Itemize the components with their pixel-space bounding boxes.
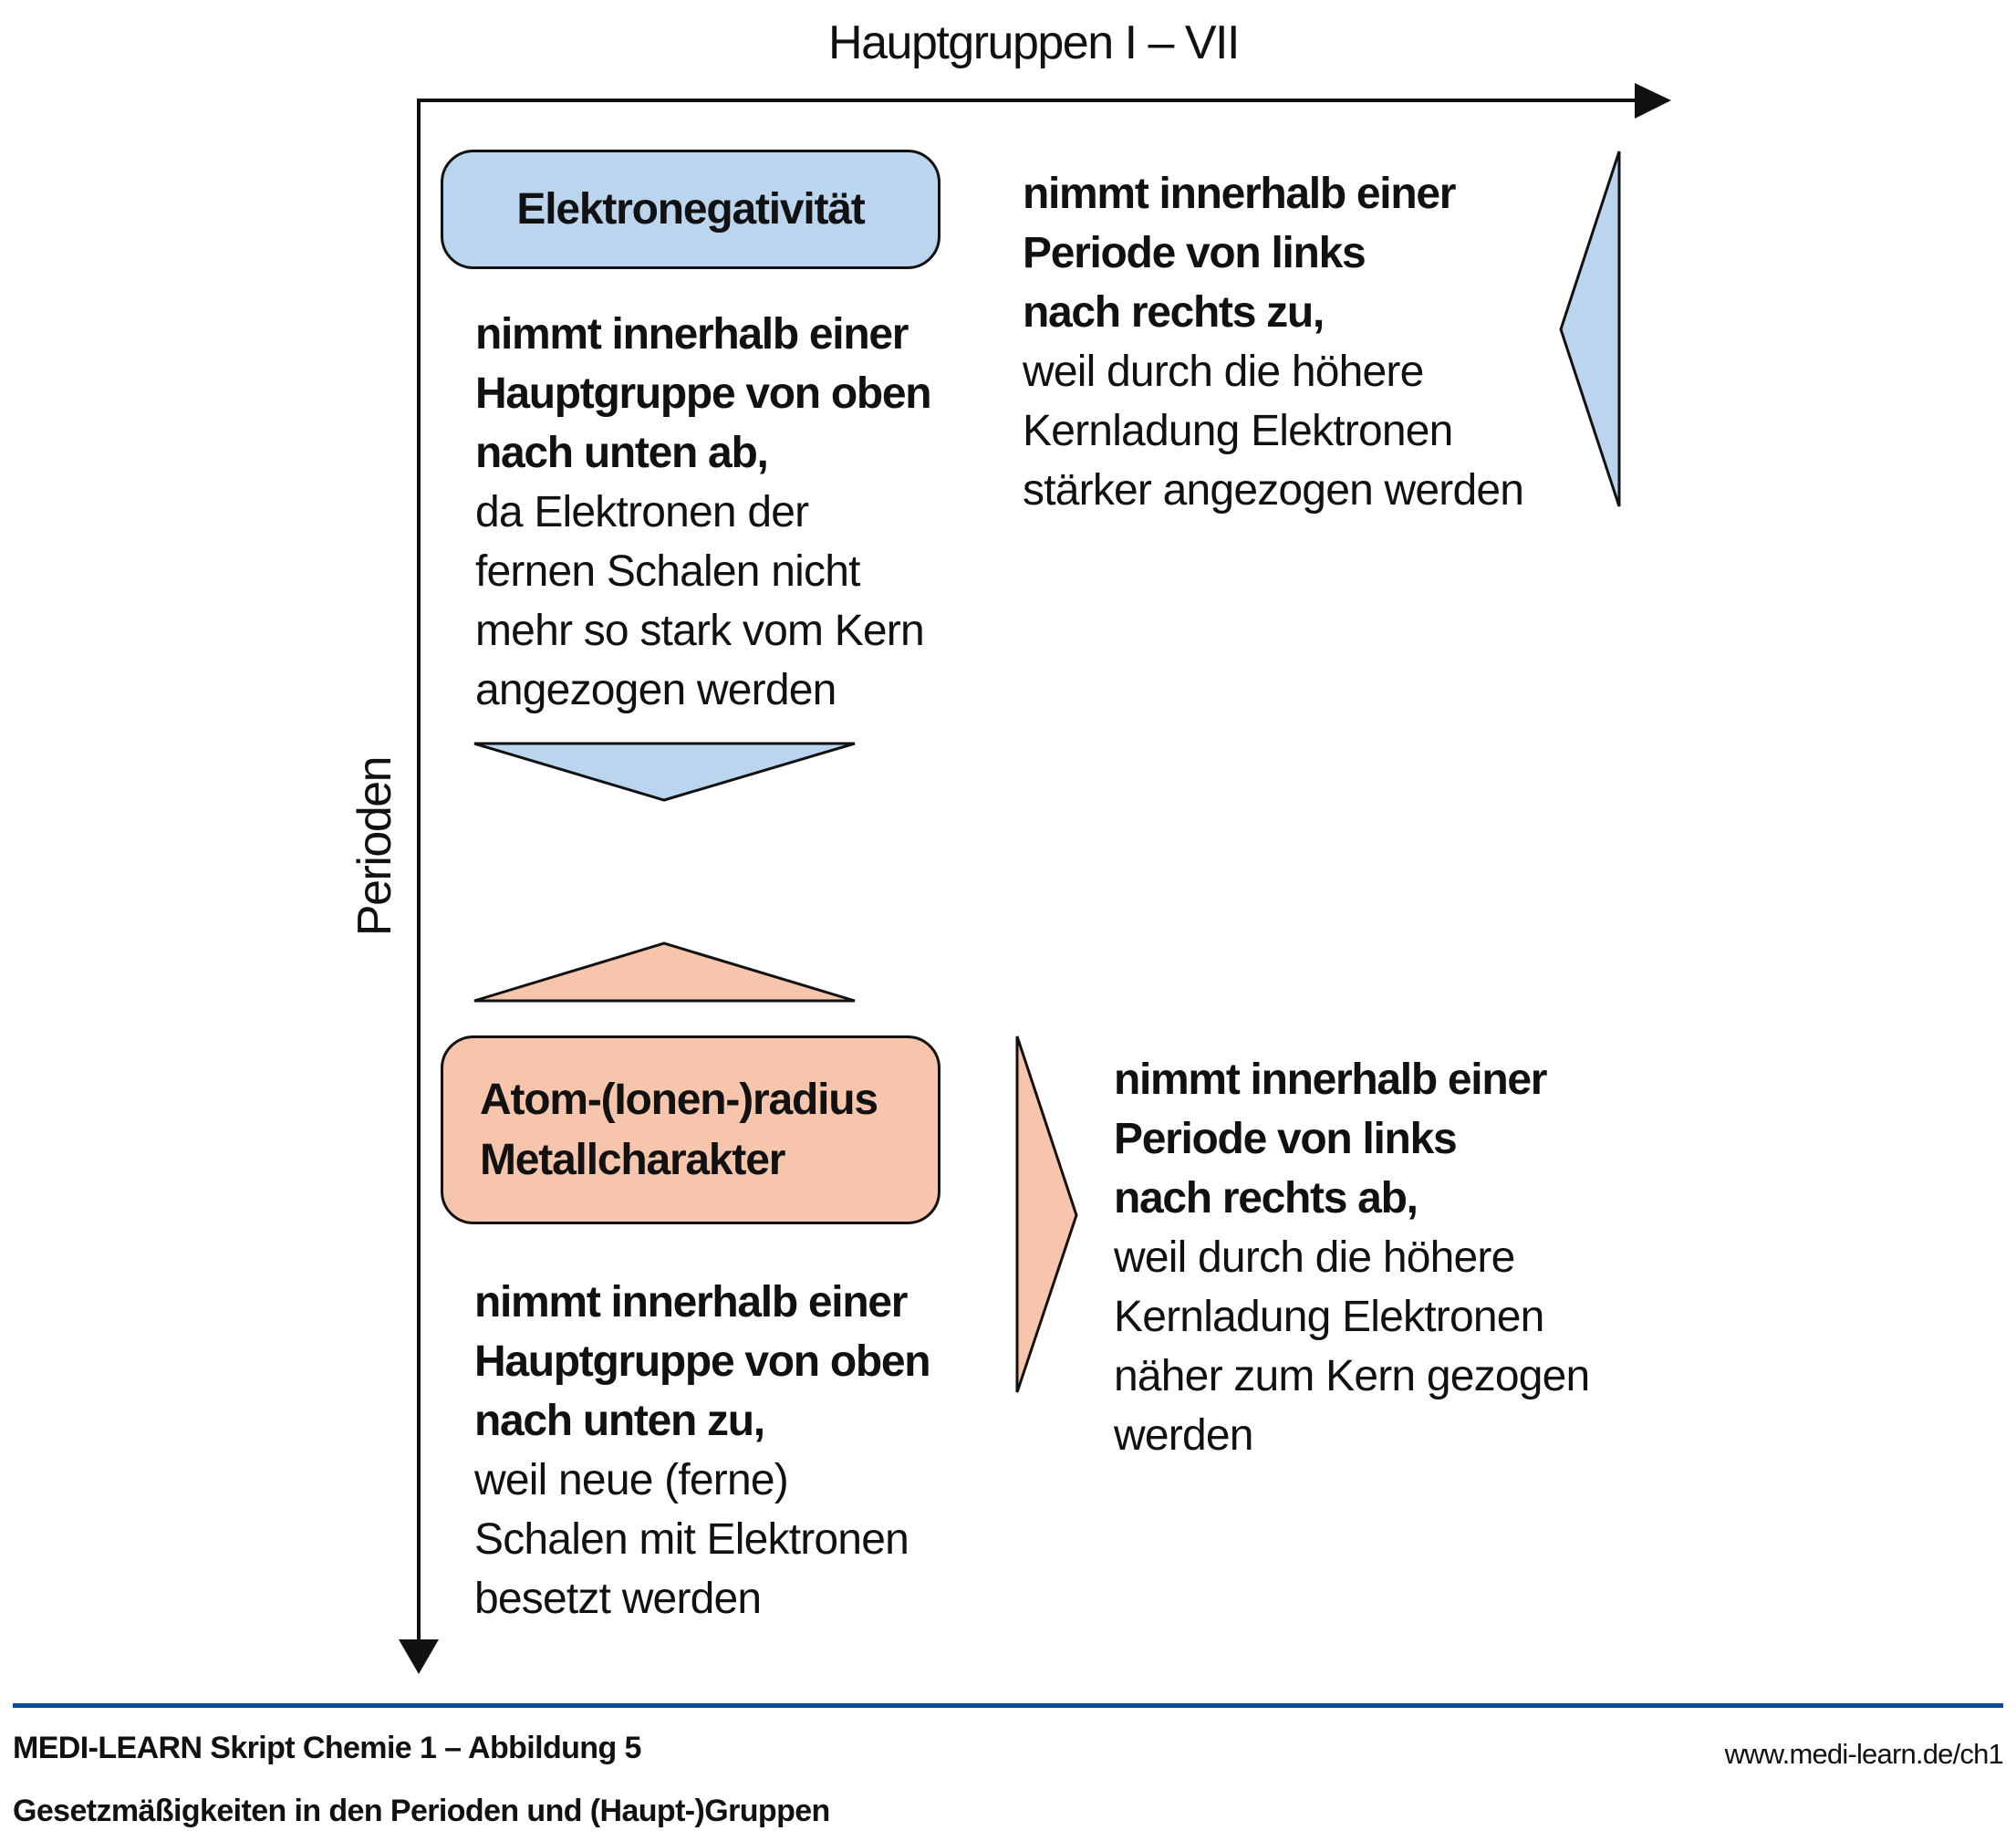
trend-bold-line: nimmt innerhalb einer [475,310,909,359]
trend-bold-line: Hauptgruppe von oben [475,369,932,418]
trend-bold-line: Hauptgruppe von oben [474,1337,931,1386]
metal-character-title-line: Metallcharakter [480,1135,785,1184]
trend-reason-line: mehr so stark vom Kern [475,607,925,655]
trend-bold-line: nimmt innerhalb einer [1114,1056,1547,1104]
trend-reason-line: weil durch die höhere [1023,348,1424,396]
trend-reason-line: besetzt werden [474,1575,762,1623]
trend-reason-line: weil durch die höhere [1114,1233,1515,1282]
trend-bold-line: nach unten ab, [475,429,769,477]
radius-period-arrow-right [1015,1035,1078,1393]
trend-reason-line: weil neue (ferne) [474,1456,789,1504]
trend-bold-line: Periode von links [1114,1115,1458,1163]
radius-group-arrow-up [473,942,856,1003]
trend-reason-line: da Elektronen der [475,488,809,536]
trend-reason-line: Kernladung Elektronen [1114,1293,1544,1341]
trend-reason-line: fernen Schalen nicht [475,547,860,596]
electronegativity-period-trend: nimmt innerhalb einer Periode von links … [1023,164,1524,520]
caption-subtitle: Gesetzmäßigkeiten in den Perioden und (H… [13,1794,830,1828]
electronegativity-title: Elektronegativität [516,184,865,234]
x-axis-label: Hauptgruppen I – VII [828,16,1240,69]
x-axis-arrowhead [1635,83,1671,119]
trend-reason-line: werden [1114,1411,1253,1460]
electronegativity-group-trend: nimmt innerhalb einer Hauptgruppe von ob… [475,305,932,720]
trend-bold-line: nach rechts zu, [1023,288,1325,337]
electronegativity-period-arrow-left [1559,151,1621,507]
trend-bold-line: nimmt innerhalb einer [474,1278,908,1326]
radius-title-line: Atom-(Ionen-)radius [480,1075,878,1124]
trend-reason-line: angezogen werden [475,666,837,714]
y-axis-arrowhead [399,1639,439,1674]
source-url: www.medi-learn.de/ch1 [1724,1738,2004,1770]
footer-divider [13,1703,2003,1708]
trend-reason-line: Schalen mit Elektronen [474,1515,909,1564]
trend-reason-line: stärker angezogen werden [1023,466,1524,515]
radius-box: Atom-(Ionen-)radius Metallcharakter [441,1035,940,1224]
radius-group-trend: nimmt innerhalb einer Hauptgruppe von ob… [474,1273,931,1628]
trend-reason-line: näher zum Kern gezogen [1114,1352,1590,1400]
trend-bold-line: nach rechts ab, [1114,1174,1418,1222]
electronegativity-box: Elektronegativität [441,150,940,269]
trend-bold-line: nimmt innerhalb einer [1023,170,1456,218]
trend-bold-line: Periode von links [1023,229,1367,277]
electronegativity-group-arrow-down [473,742,856,802]
trend-reason-line: Kernladung Elektronen [1023,407,1453,455]
radius-period-trend: nimmt innerhalb einer Periode von links … [1114,1050,1590,1465]
caption-title: MEDI-LEARN Skript Chemie 1 – Abbildung 5 [13,1731,641,1765]
trend-bold-line: nach unten zu, [474,1397,765,1445]
y-axis-label: Perioden [348,756,401,937]
